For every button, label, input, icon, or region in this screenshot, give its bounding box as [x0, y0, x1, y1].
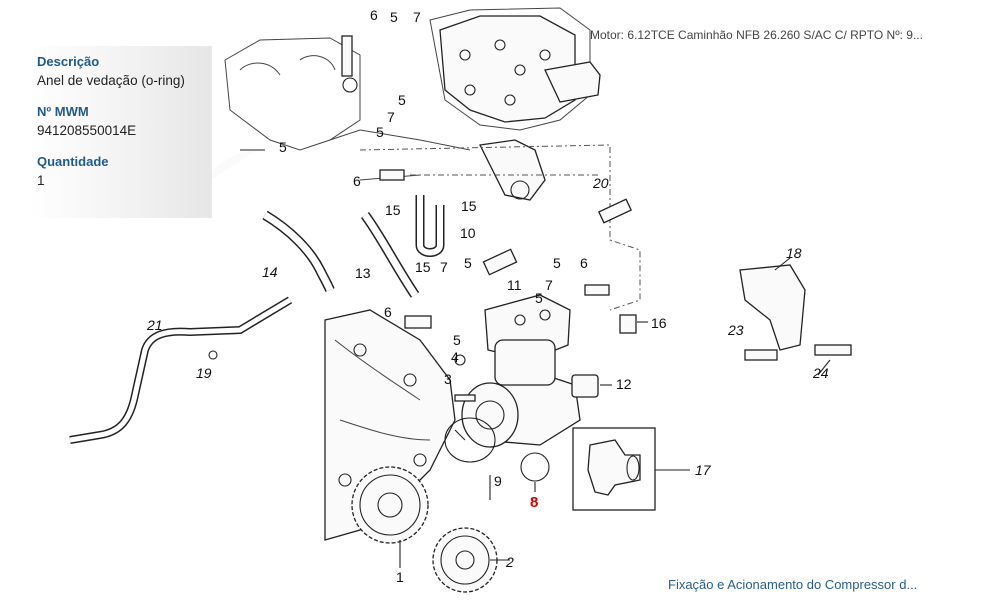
callout-4: 4 [451, 349, 459, 365]
callout-13: 13 [355, 265, 371, 281]
callout-15: 15 [415, 259, 431, 275]
callout-5: 5 [279, 139, 287, 155]
callout-7: 7 [440, 259, 448, 275]
diagram-title: Motor: 6.12TCE Caminhão NFB 26.260 S/AC … [590, 28, 923, 42]
quantity-label: Quantidade [37, 154, 109, 169]
fittings [208, 35, 852, 402]
callout-11: 11 [507, 277, 522, 293]
callout-5: 5 [376, 124, 384, 140]
o-ring-9 [444, 417, 496, 463]
callout-8-highlighted: 8 [530, 494, 538, 511]
callout-10: 10 [460, 225, 476, 241]
callout-6: 6 [384, 304, 392, 320]
callout-15: 15 [461, 198, 477, 214]
part-17-box [572, 427, 656, 511]
callout-21: 21 [146, 317, 163, 333]
callout-7: 7 [413, 9, 421, 25]
callout-2: 2 [505, 554, 514, 570]
description-label: Descrição [37, 54, 100, 69]
callout-24: 24 [812, 365, 829, 381]
callout-9: 9 [494, 473, 502, 489]
diagram-caption-link[interactable]: Fixação e Acionamento do Compressor d... [668, 577, 918, 592]
callout-20: 20 [592, 175, 609, 191]
mwm-number-label: Nº MWM [37, 104, 89, 119]
callout-16: 16 [651, 315, 667, 331]
callout-5: 5 [398, 92, 406, 108]
callout-6: 6 [353, 173, 361, 189]
callout-7: 7 [387, 109, 395, 125]
hoses [69, 146, 445, 444]
gear-2 [432, 527, 498, 593]
callout-labels: 6 5 7 5 7 5 5 22 6 15 15 10 20 14 13 15 … [146, 7, 829, 585]
quantity-value: 1 [37, 173, 45, 188]
callout-17: 17 [695, 462, 712, 478]
callout-5: 5 [390, 9, 398, 25]
air-compressor [461, 294, 581, 448]
callout-6: 6 [370, 7, 378, 23]
callout-7: 7 [545, 277, 553, 293]
callout-5: 5 [553, 255, 561, 271]
callout-5: 5 [453, 332, 461, 348]
callout-19: 19 [196, 365, 212, 381]
engine-block-outline [224, 7, 641, 311]
o-ring-8[interactable] [520, 452, 550, 482]
callout-23: 23 [727, 322, 744, 338]
callout-14: 14 [262, 264, 278, 280]
callout-6: 6 [580, 255, 588, 271]
leader-lines [240, 149, 831, 568]
callout-12: 12 [616, 376, 632, 392]
mwm-number-value: 941208550014E [37, 123, 137, 138]
callout-15: 15 [385, 202, 401, 218]
description-value: Anel de vedação (o-ring) [37, 73, 185, 88]
callout-18: 18 [786, 245, 802, 261]
callout-5: 5 [464, 255, 472, 271]
gear-1 [351, 466, 429, 544]
callout-3: 3 [444, 371, 452, 387]
callout-1: 1 [396, 569, 404, 585]
part-info-panel: Descrição Anel de vedação (o-ring) Nº MW… [30, 46, 212, 218]
callout-5: 5 [535, 290, 543, 306]
front-housing [324, 309, 456, 541]
